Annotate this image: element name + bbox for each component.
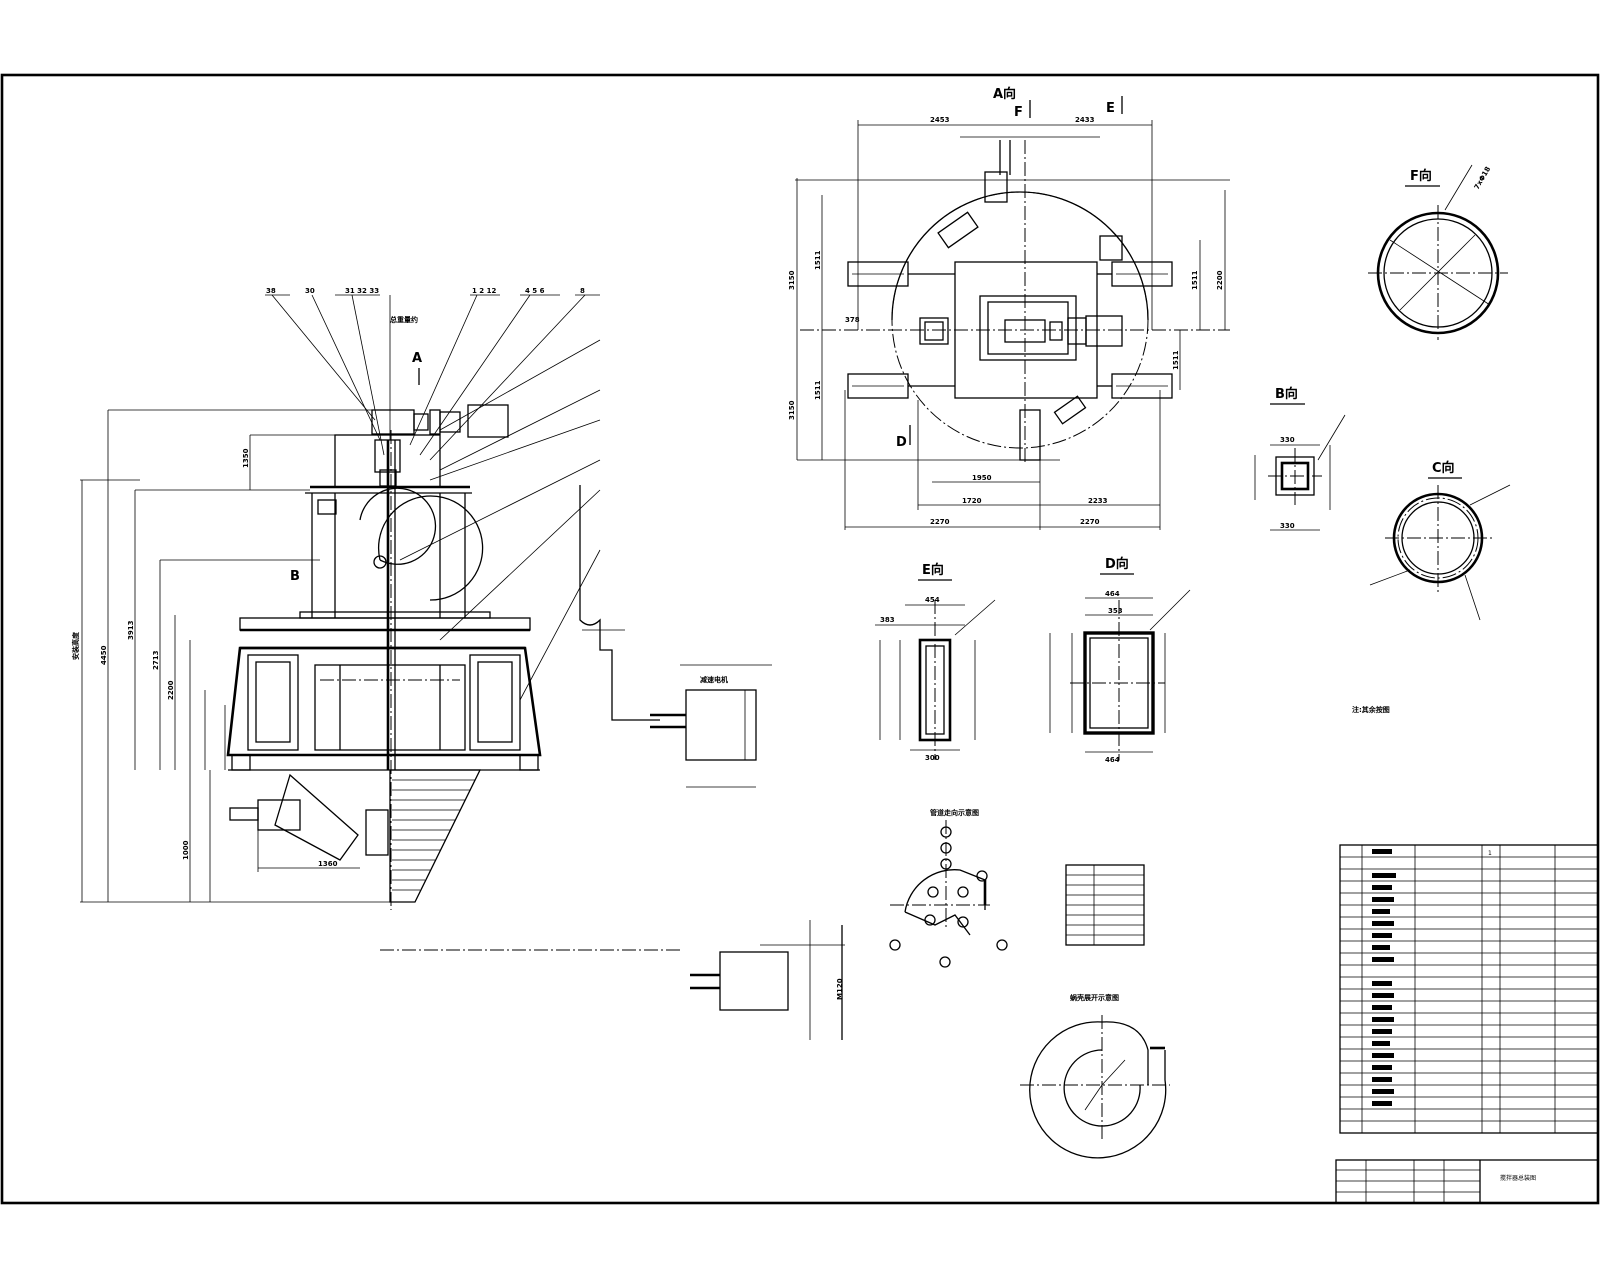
cable-layout: 管道走向示意图	[889, 808, 1008, 968]
flange-label: M120	[836, 978, 844, 1000]
svg-text:2233: 2233	[1088, 497, 1108, 505]
view-f-title: F向	[1410, 168, 1432, 184]
sheet-border	[0, 73, 1600, 1205]
svg-text:353: 353	[1108, 607, 1123, 615]
svg-text:1 2 12: 1 2 12	[472, 287, 496, 295]
main-view-mark-b: B	[290, 569, 300, 584]
balloon-leaders	[265, 294, 601, 701]
view-d: D向 464 353 464 注:其余按图	[1049, 556, 1390, 764]
svg-text:38: 38	[266, 287, 276, 295]
svg-text:3150: 3150	[788, 400, 796, 420]
svg-text:1720: 1720	[962, 497, 982, 505]
view-b: B向 330 330	[1254, 386, 1346, 531]
svg-text:300: 300	[925, 754, 940, 762]
hopper-hatching	[392, 779, 475, 891]
svg-text:减速电机: 减速电机	[700, 675, 728, 684]
dim-low: 2200	[167, 680, 175, 700]
view-b-title: B向	[1275, 386, 1298, 402]
svg-text:3150: 3150	[788, 270, 796, 290]
svg-text:2453: 2453	[930, 116, 950, 124]
svg-text:454: 454	[925, 596, 940, 604]
svg-text:2270: 2270	[1080, 518, 1100, 526]
parts-list: 1	[1339, 844, 1599, 1134]
view-d-title: D向	[1105, 556, 1129, 572]
dim-mid: 2713	[152, 650, 160, 670]
svg-text:1950: 1950	[972, 474, 992, 482]
view-e: E向 454 383 300	[875, 562, 996, 762]
svg-text:蜗壳展开示意图: 蜗壳展开示意图	[1070, 993, 1119, 1002]
svg-text:2270: 2270	[930, 518, 950, 526]
view-e-title: E向	[922, 562, 944, 578]
dim-lower: 1000	[182, 840, 190, 860]
svg-text:30: 30	[305, 287, 315, 295]
svg-text:2200: 2200	[1216, 270, 1224, 290]
svg-text:8: 8	[580, 287, 585, 295]
view-f: F向 7xΦ18	[1368, 164, 1508, 340]
svg-text:1360: 1360	[318, 860, 338, 868]
svg-text:1511: 1511	[1191, 270, 1199, 290]
main-elevation-view: 安装高度 4450 3913 2713 2200 1000 1350	[71, 287, 845, 1040]
svg-text:7xΦ18: 7xΦ18	[1473, 165, 1493, 191]
svg-text:464: 464	[1105, 590, 1120, 598]
svg-text:安装高度: 安装高度	[71, 631, 80, 660]
svg-text:330: 330	[1280, 522, 1295, 530]
svg-text:330: 330	[1280, 436, 1295, 444]
view-c: C向	[1369, 460, 1511, 621]
svg-text:31 32 33: 31 32 33	[345, 287, 379, 295]
volute-section: 蜗壳展开示意图	[1020, 993, 1170, 1159]
view-a-title: A向	[993, 86, 1016, 102]
view-c-title: C向	[1432, 460, 1455, 476]
svg-text:管道走向示意图: 管道走向示意图	[930, 808, 979, 817]
svg-text:1511: 1511	[814, 250, 822, 270]
svg-text:注:其余按图: 注:其余按图	[1352, 705, 1390, 714]
dim-body: 3913	[127, 620, 135, 640]
svg-text:总重量约: 总重量约	[390, 315, 418, 324]
svg-text:378: 378	[845, 316, 860, 324]
view-a-mark-d: D	[896, 435, 907, 450]
dim-overall: 4450	[100, 645, 108, 665]
svg-text:2433: 2433	[1075, 116, 1095, 124]
title-block: 搅拌器总装图	[1335, 1159, 1599, 1204]
view-a-mark-f: F	[1014, 105, 1023, 120]
svg-text:搅拌器总装图: 搅拌器总装图	[1500, 1174, 1536, 1182]
main-view-mark-a: A	[412, 351, 422, 366]
svg-text:1511: 1511	[814, 380, 822, 400]
svg-text:464: 464	[1105, 756, 1120, 764]
plan-view-a: A向 F E D 2453 2433 2270 2270 1720 2233 1…	[788, 86, 1230, 530]
parts-qty: 1	[1488, 850, 1492, 857]
svg-text:1511: 1511	[1172, 350, 1180, 370]
legend-table	[1065, 864, 1145, 946]
dim-top: 1350	[242, 448, 250, 468]
view-a-mark-e: E	[1106, 101, 1115, 116]
svg-text:383: 383	[880, 616, 895, 624]
svg-text:4 5 6: 4 5 6	[525, 287, 545, 295]
